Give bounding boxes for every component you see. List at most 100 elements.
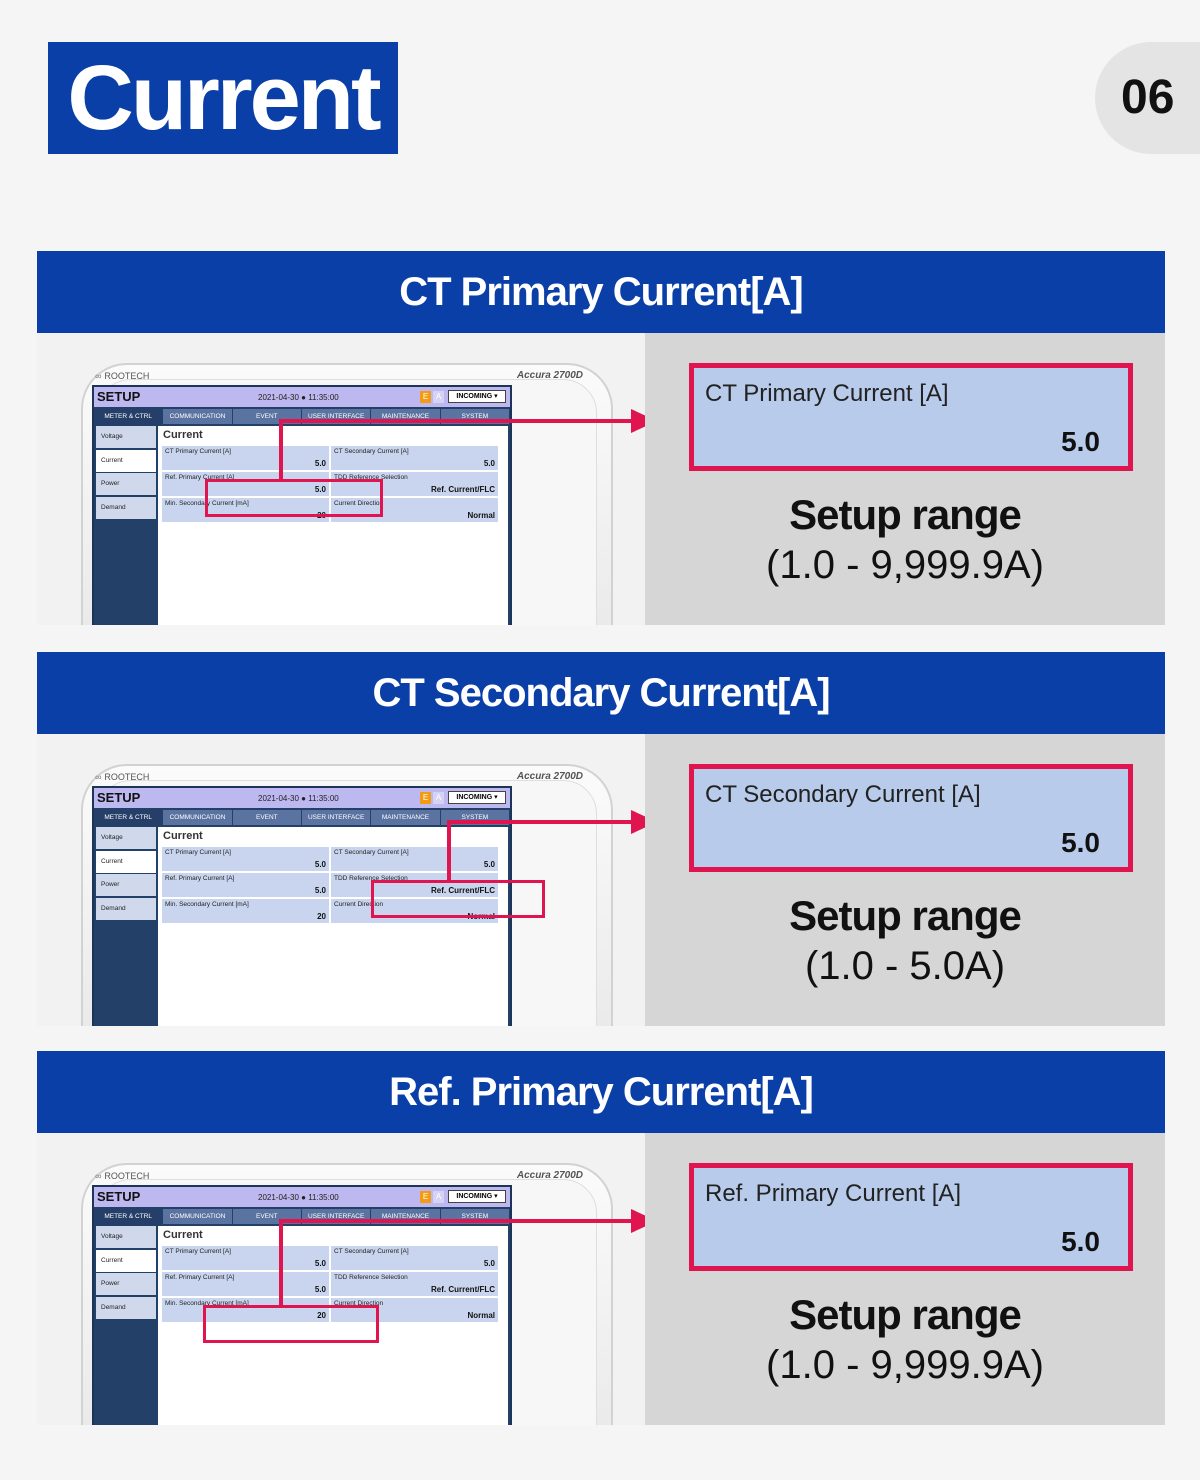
device-panel: ∞ROOTECH Accura 2700D SETUP 2021-04-30 ●… — [37, 1133, 645, 1425]
incoming-dropdown[interactable]: INCOMING ▾ — [448, 1190, 506, 1203]
detail-value: 5.0 — [1061, 426, 1100, 457]
device-screen: SETUP 2021-04-30 ● 11:35:00 E A INCOMING… — [92, 1185, 512, 1425]
tab-communication[interactable]: COMMUNICATION — [163, 1209, 232, 1224]
section-header: CT Secondary Current[A] — [37, 652, 1165, 734]
cell-ct-primary[interactable]: CT Primary Current [A]5.0 — [162, 847, 329, 871]
side-item-voltage[interactable]: Voltage — [96, 1226, 156, 1248]
leader-line — [447, 820, 645, 824]
screen-datetime: 2021-04-30 ● 11:35:00 — [258, 393, 339, 402]
cell-ct-primary[interactable]: CT Primary Current [A]5.0 — [162, 1246, 329, 1270]
tab-meter-ctrl[interactable]: METER & CTRL — [94, 810, 163, 825]
section-header: Ref. Primary Current[A] — [37, 1051, 1165, 1133]
tab-event[interactable]: EVENT — [232, 810, 301, 825]
rootech-logo-icon: ∞ — [95, 371, 102, 381]
leader-line — [447, 822, 451, 882]
side-item-demand[interactable]: Demand — [96, 496, 156, 519]
range-title: Setup range — [789, 892, 1022, 939]
range-value: (1.0 - 5.0A) — [804, 944, 1006, 988]
section-ref-primary: Ref. Primary Current[A] ∞ROOTECH Accura … — [37, 1051, 1165, 1425]
detail-value-box: CT Secondary Current [A] 5.0 — [689, 764, 1133, 872]
detail-label: Ref. Primary Current [A] — [705, 1180, 962, 1207]
cell-ct-secondary[interactable]: CT Secondary Current [A]5.0 — [331, 847, 498, 871]
cell-ct-primary[interactable]: CT Primary Current [A]5.0 — [162, 446, 329, 470]
section-header: CT Primary Current[A] — [37, 251, 1165, 333]
page-title: Current — [48, 42, 398, 154]
cell-min-secondary[interactable]: Min. Secondary Current [mA]20 — [162, 1298, 329, 1322]
alarm-badge: A — [433, 391, 444, 403]
screen-datetime: 2021-04-30 ● 11:35:00 — [258, 1193, 339, 1202]
section-ct-secondary: CT Secondary Current[A] ∞ROOTECH Accura … — [37, 652, 1165, 1026]
cell-ref-primary[interactable]: Ref. Primary Current [A]5.0 — [162, 472, 329, 496]
cell-ct-secondary[interactable]: CT Secondary Current [A]5.0 — [331, 1246, 498, 1270]
side-item-current[interactable]: Current — [96, 449, 156, 472]
leader-line — [279, 421, 283, 481]
rootech-logo-icon: ∞ — [95, 772, 102, 782]
section-body: ∞ROOTECH Accura 2700D SETUP 2021-04-30 ●… — [37, 1133, 1165, 1425]
cell-ref-primary[interactable]: Ref. Primary Current [A]5.0 — [162, 1272, 329, 1296]
side-item-demand[interactable]: Demand — [96, 897, 156, 920]
tab-communication[interactable]: COMMUNICATION — [163, 409, 232, 424]
side-item-power[interactable]: Power — [96, 874, 156, 896]
incoming-dropdown[interactable]: INCOMING ▾ — [448, 791, 506, 804]
screen-main-title: Current — [163, 429, 203, 441]
highlight-box — [205, 479, 383, 517]
side-item-current[interactable]: Current — [96, 1249, 156, 1272]
side-item-demand[interactable]: Demand — [96, 1296, 156, 1319]
screen-main: Current CT Primary Current [A]5.0 CT Sec… — [158, 426, 508, 625]
side-item-voltage[interactable]: Voltage — [96, 827, 156, 849]
device-panel: ∞ROOTECH Accura 2700D SETUP 2021-04-30 ●… — [37, 333, 645, 625]
event-badge: E — [420, 391, 431, 403]
detail-panel: CT Primary Current [A] 5.0 Setup range (… — [645, 333, 1165, 625]
highlight-box — [371, 880, 545, 918]
incoming-dropdown[interactable]: INCOMING ▾ — [448, 390, 506, 403]
cell-min-secondary[interactable]: Min. Secondary Current [mA]20 — [162, 899, 329, 923]
side-item-voltage[interactable]: Voltage — [96, 426, 156, 448]
detail-panel: Ref. Primary Current [A] 5.0 Setup range… — [645, 1133, 1165, 1425]
device-panel: ∞ROOTECH Accura 2700D SETUP 2021-04-30 ●… — [37, 734, 645, 1026]
leader-line — [279, 1221, 283, 1307]
range-title: Setup range — [789, 1291, 1022, 1338]
tab-user-interface[interactable]: USER INTERFACE — [301, 810, 371, 825]
tab-meter-ctrl[interactable]: METER & CTRL — [94, 1209, 163, 1224]
device-brand: ∞ROOTECH — [95, 371, 150, 381]
device-brand: ∞ROOTECH — [95, 772, 150, 782]
range-value: (1.0 - 9,999.9A) — [766, 1343, 1044, 1387]
device-model: Accura 2700D — [516, 370, 583, 381]
detail-label: CT Primary Current [A] — [705, 380, 949, 407]
section-body: ∞ROOTECH Accura 2700D SETUP 2021-04-30 ●… — [37, 734, 1165, 1026]
detail-value-box: CT Primary Current [A] 5.0 — [689, 363, 1133, 471]
detail-value: 5.0 — [1061, 827, 1100, 858]
tab-communication[interactable]: COMMUNICATION — [163, 810, 232, 825]
cell-ref-primary[interactable]: Ref. Primary Current [A]5.0 — [162, 873, 329, 897]
range-title: Setup range — [789, 491, 1022, 538]
rootech-logo-icon: ∞ — [95, 1171, 102, 1181]
side-item-power[interactable]: Power — [96, 1273, 156, 1295]
screen-main-title: Current — [163, 1229, 203, 1241]
range-value: (1.0 - 9,999.9A) — [766, 543, 1044, 587]
section-ct-primary: CT Primary Current[A] ∞ROOTECH Accura 27… — [37, 251, 1165, 625]
side-item-current[interactable]: Current — [96, 850, 156, 873]
alarm-badge: A — [433, 792, 444, 804]
cell-ct-secondary[interactable]: CT Secondary Current [A]5.0 — [331, 446, 498, 470]
event-badge: E — [420, 792, 431, 804]
side-item-power[interactable]: Power — [96, 473, 156, 495]
detail-value-box: Ref. Primary Current [A] 5.0 — [689, 1163, 1133, 1271]
screen-main: Current CT Primary Current [A]5.0 CT Sec… — [158, 827, 508, 1026]
screen-title: SETUP — [97, 790, 141, 805]
device-model: Accura 2700D — [516, 1170, 583, 1181]
tab-meter-ctrl[interactable]: METER & CTRL — [94, 409, 163, 424]
detail-value: 5.0 — [1061, 1226, 1100, 1257]
tab-maintenance[interactable]: MAINTENANCE — [371, 810, 440, 825]
alarm-badge: A — [433, 1191, 444, 1203]
screen-title: SETUP — [97, 1189, 141, 1204]
detail-label: CT Secondary Current [A] — [705, 781, 981, 808]
leader-line — [279, 1219, 645, 1223]
page-number: 06 — [1095, 42, 1200, 154]
device-screen: SETUP 2021-04-30 ● 11:35:00 E A INCOMING… — [92, 385, 512, 625]
screen-title: SETUP — [97, 389, 141, 404]
